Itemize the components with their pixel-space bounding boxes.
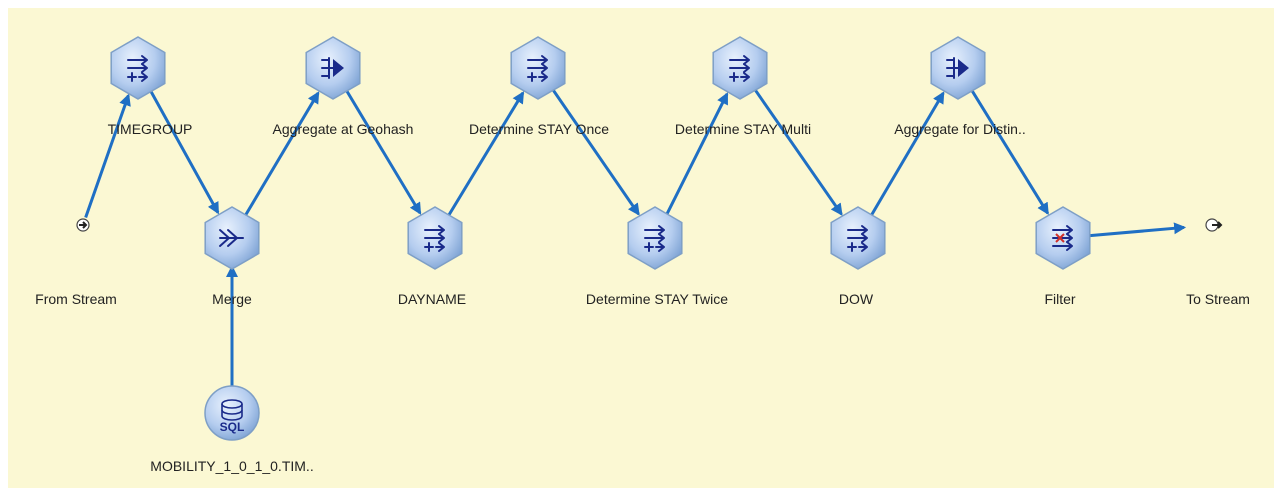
node-from[interactable]: From Stream xyxy=(35,218,117,307)
sql-database-icon: SQL xyxy=(204,385,260,441)
node-filter[interactable]: Filter xyxy=(1035,206,1091,307)
sql-icon-text: SQL xyxy=(220,420,245,434)
filter-icon xyxy=(1035,206,1091,270)
node-stay-multi[interactable]: Determine STAY Multi xyxy=(675,36,811,137)
merge-icon xyxy=(204,206,260,270)
node-label: TIMEGROUP xyxy=(108,121,193,137)
node-sql[interactable]: SQL MOBILITY_1_0_1_0.TIM.. xyxy=(150,385,314,474)
node-label: From Stream xyxy=(35,291,117,307)
connection-merge-to-agg_geo[interactable] xyxy=(244,91,320,216)
node-merge[interactable]: Merge xyxy=(204,206,260,307)
edge-layer xyxy=(84,89,1187,386)
connection-stay_twice-to-stay_multi[interactable] xyxy=(665,92,729,215)
connection-stay_once-to-stay_twice[interactable] xyxy=(552,89,640,216)
connection-dayname-to-stay_once[interactable] xyxy=(447,91,525,216)
connection-filter-to-to[interactable] xyxy=(1089,222,1187,238)
connection-stay_multi-to-dow[interactable] xyxy=(754,89,843,216)
stream-input-icon xyxy=(76,218,90,232)
node-label: To Stream xyxy=(1186,291,1250,307)
node-agg-geo[interactable]: Aggregate at Geohash xyxy=(273,36,414,137)
node-label: MOBILITY_1_0_1_0.TIM.. xyxy=(150,458,313,474)
node-timegroup[interactable]: TIMEGROUP xyxy=(108,36,193,137)
node-stay-once[interactable]: Determine STAY Once xyxy=(469,36,609,137)
node-label: Determine STAY Once xyxy=(469,121,609,137)
node-label: Aggregate for Distin.. xyxy=(894,121,1026,137)
connection-timegroup-to-merge[interactable] xyxy=(149,90,220,215)
node-dayname[interactable]: DAYNAME xyxy=(398,206,466,307)
node-dow[interactable]: DOW xyxy=(830,206,886,307)
derive-icon xyxy=(830,206,886,270)
node-label: Determine STAY Multi xyxy=(675,121,811,137)
node-label: Filter xyxy=(1044,291,1075,307)
connection-dow-to-agg_dist[interactable] xyxy=(870,91,945,216)
node-stay-twice[interactable]: Determine STAY Twice xyxy=(586,206,728,307)
node-label: DAYNAME xyxy=(398,291,466,307)
connection-from-to-timegroup[interactable] xyxy=(84,93,131,218)
node-label: Merge xyxy=(212,291,252,307)
derive-icon xyxy=(510,36,566,100)
derive-icon xyxy=(627,206,683,270)
connection-agg_geo-to-dayname[interactable] xyxy=(345,90,422,215)
derive-icon xyxy=(407,206,463,270)
node-to[interactable]: To Stream xyxy=(1186,218,1250,307)
node-agg-dist[interactable]: Aggregate for Distin.. xyxy=(894,36,1026,137)
node-label: Aggregate at Geohash xyxy=(273,121,414,137)
node-label: DOW xyxy=(839,291,874,307)
aggregate-icon xyxy=(305,36,361,100)
connection-agg_dist-to-filter[interactable] xyxy=(970,90,1050,216)
node-label: Determine STAY Twice xyxy=(586,291,728,307)
stream-output-icon xyxy=(1205,218,1223,232)
derive-icon xyxy=(110,36,166,100)
aggregate-icon xyxy=(930,36,986,100)
derive-icon xyxy=(712,36,768,100)
